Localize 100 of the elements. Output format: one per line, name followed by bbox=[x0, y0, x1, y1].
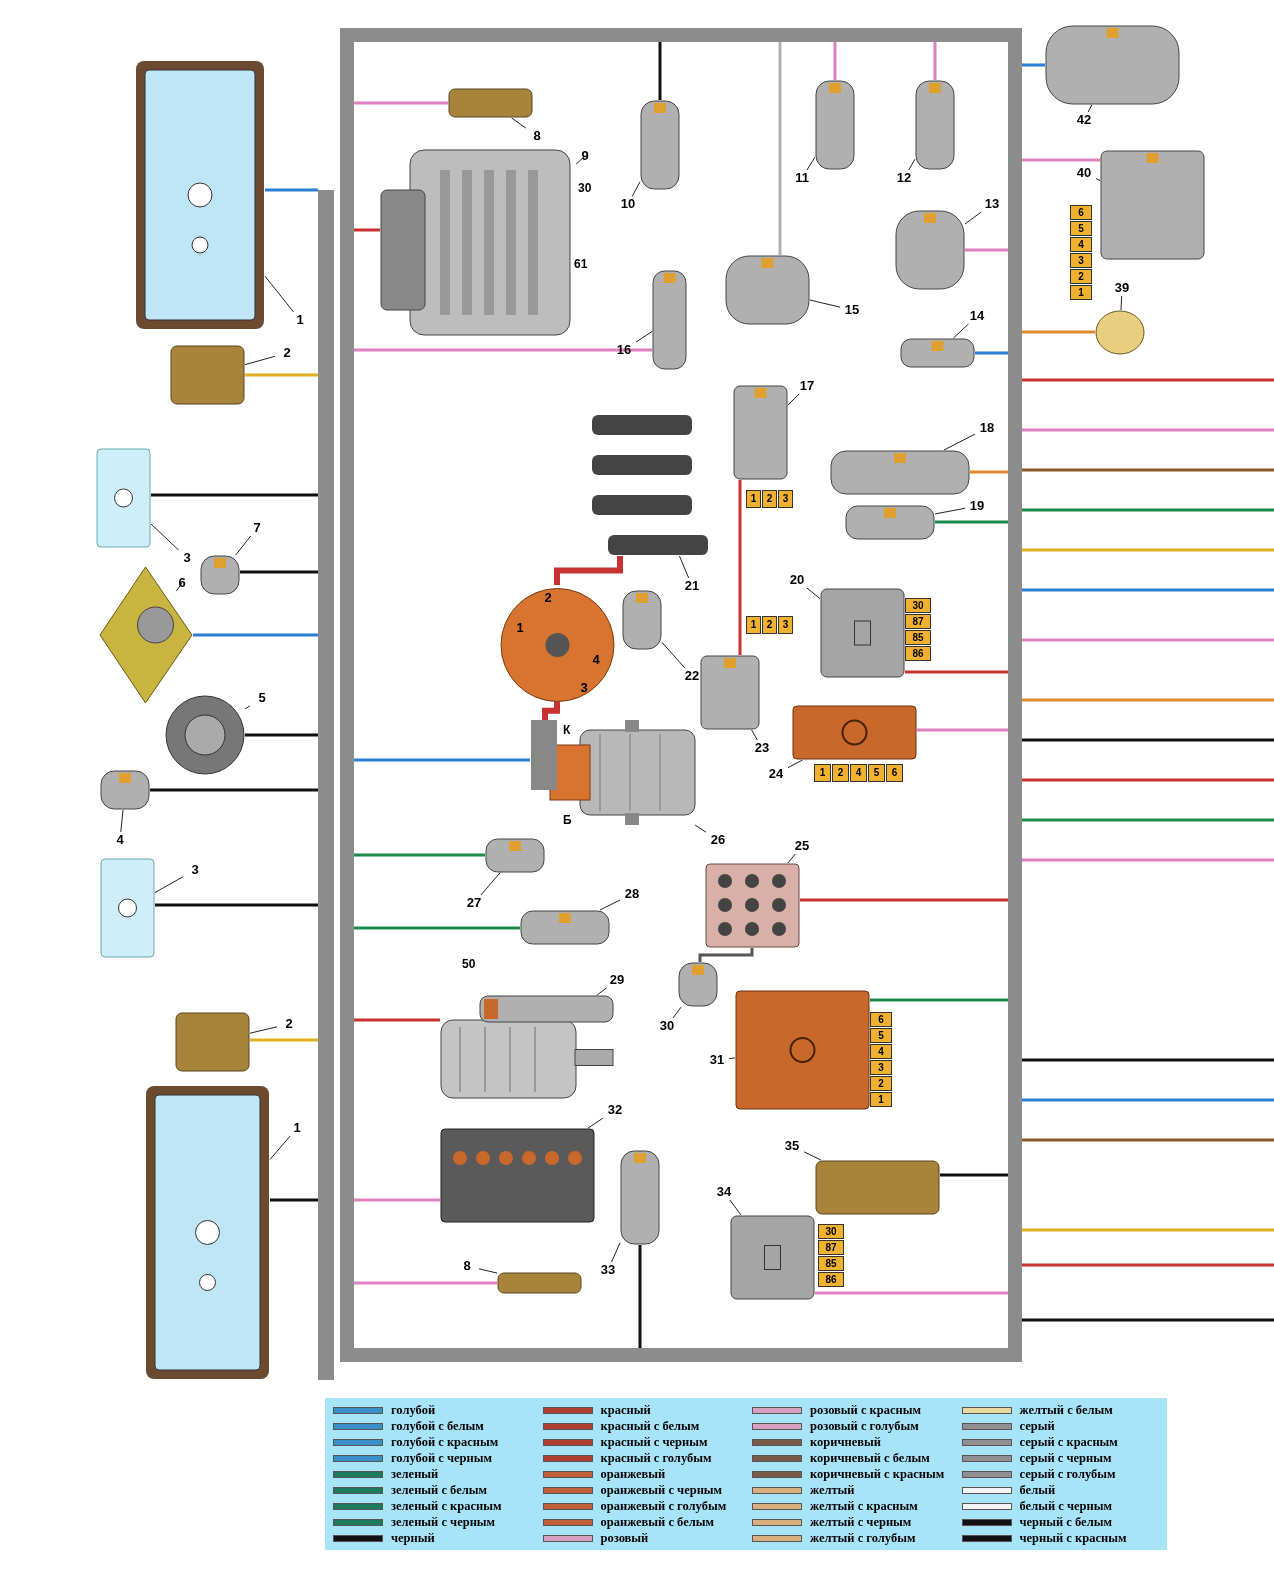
lamp-drawing bbox=[1095, 310, 1145, 355]
callout-number: 1 bbox=[285, 1120, 309, 1136]
leader-line bbox=[964, 211, 982, 225]
callout-number: 2 bbox=[277, 1016, 301, 1032]
leader-line bbox=[809, 299, 841, 308]
legend-text: оранжевый с голубым bbox=[600, 1498, 727, 1514]
legend-text: голубой bbox=[391, 1402, 436, 1418]
legend-text: серый с голубым bbox=[1019, 1466, 1116, 1482]
legend-text: зеленый с белым bbox=[391, 1482, 487, 1498]
leader-line bbox=[803, 1151, 822, 1161]
legend-text: розовый с голубым bbox=[810, 1418, 919, 1434]
pin-number: 30 bbox=[905, 598, 931, 613]
component-drawing bbox=[678, 962, 718, 1007]
wire bbox=[193, 633, 318, 637]
callout-number: 5 bbox=[250, 690, 274, 706]
terminal-number: 3 bbox=[579, 680, 589, 696]
wire bbox=[1022, 158, 1100, 162]
headlamp-drawing bbox=[145, 1085, 270, 1380]
component-drawing bbox=[520, 910, 610, 945]
callout-number: 34 bbox=[712, 1184, 736, 1200]
legend-text: зеленый с красным bbox=[391, 1498, 502, 1514]
terminal-label: 61 bbox=[574, 256, 588, 272]
fan-drawing bbox=[98, 565, 193, 705]
legend-text: серый с красным bbox=[1019, 1434, 1118, 1450]
component-drawing bbox=[497, 1272, 582, 1294]
pin-number: 1 bbox=[746, 490, 761, 508]
wire bbox=[354, 926, 520, 930]
callout-number: 3 bbox=[183, 862, 207, 878]
component-drawing bbox=[815, 80, 855, 170]
legend-text: коричневый с красным bbox=[810, 1466, 945, 1482]
leader-line bbox=[480, 872, 501, 896]
pin-number: 2 bbox=[762, 616, 777, 634]
pin-number: 6 bbox=[886, 764, 903, 782]
leader-line bbox=[908, 158, 916, 171]
legend-text: серый с черным bbox=[1019, 1450, 1112, 1466]
headlamp-drawing bbox=[135, 60, 265, 330]
wire-harness bbox=[318, 190, 334, 1380]
legend-text: красный с черным bbox=[600, 1434, 708, 1450]
callout-number: 8 bbox=[455, 1258, 479, 1274]
callout-number: 15 bbox=[840, 302, 864, 318]
wire bbox=[778, 42, 782, 255]
leader-line bbox=[264, 275, 295, 313]
pin-number: 1 bbox=[814, 764, 831, 782]
terminal-label: К bbox=[563, 722, 571, 738]
wire bbox=[1022, 1058, 1274, 1062]
wire bbox=[965, 248, 1008, 252]
pin-number: 2 bbox=[832, 764, 849, 782]
wire bbox=[1022, 428, 1274, 432]
pin-number: 4 bbox=[850, 764, 867, 782]
leader-line bbox=[611, 1242, 621, 1263]
leader-line bbox=[599, 899, 621, 911]
wire bbox=[250, 1038, 318, 1042]
component-drawing bbox=[725, 255, 810, 325]
callout-number: 14 bbox=[965, 308, 989, 324]
callout-number: 4 bbox=[108, 832, 132, 848]
wire bbox=[1022, 1098, 1274, 1102]
component-drawing bbox=[1100, 150, 1205, 260]
leader-line bbox=[154, 876, 184, 893]
wire bbox=[354, 101, 448, 105]
callout-number: 39 bbox=[1110, 280, 1134, 296]
wire bbox=[975, 351, 1008, 355]
leader-line bbox=[596, 987, 607, 996]
component-drawing bbox=[700, 655, 760, 730]
legend-text: розовый с красным bbox=[810, 1402, 922, 1418]
callout-number: 18 bbox=[975, 420, 999, 436]
relay-drawing bbox=[820, 588, 905, 678]
pin-number: 86 bbox=[818, 1272, 844, 1287]
wire bbox=[905, 670, 1008, 674]
legend-text: желтый с голубым bbox=[810, 1530, 916, 1546]
control-unit-drawing bbox=[792, 705, 917, 760]
pin-number: 4 bbox=[1070, 237, 1092, 252]
callout-number: 2 bbox=[275, 345, 299, 361]
wire bbox=[354, 1018, 440, 1022]
callout-number: 25 bbox=[790, 838, 814, 854]
pin-number: 5 bbox=[870, 1028, 892, 1043]
callout-number: 19 bbox=[965, 498, 989, 514]
component-drawing bbox=[733, 385, 788, 480]
wire bbox=[554, 556, 623, 585]
callout-number: 24 bbox=[764, 766, 788, 782]
callout-number: 42 bbox=[1072, 112, 1096, 128]
leader-line bbox=[729, 1199, 742, 1216]
wire bbox=[542, 701, 560, 720]
wire bbox=[935, 520, 1008, 524]
leader-line bbox=[511, 117, 527, 129]
terminal-number: 2 bbox=[543, 590, 553, 606]
leader-line bbox=[631, 181, 641, 197]
starter-drawing bbox=[440, 995, 615, 1100]
callout-number: 8 bbox=[525, 128, 549, 144]
callout-number: 6 bbox=[170, 575, 194, 591]
pin-number: 5 bbox=[868, 764, 885, 782]
component-drawing bbox=[652, 270, 687, 370]
legend-text: желтый с красным bbox=[810, 1498, 918, 1514]
callout-number: 7 bbox=[245, 520, 269, 536]
pin-number: 1 bbox=[746, 616, 761, 634]
component-drawing bbox=[915, 80, 955, 170]
legend-text: оранжевый с черным bbox=[600, 1482, 723, 1498]
callout-number: 10 bbox=[616, 196, 640, 212]
component-drawing bbox=[640, 100, 680, 190]
legend-text: желтый с белым bbox=[1019, 1402, 1113, 1418]
callout-number: 29 bbox=[605, 972, 629, 988]
